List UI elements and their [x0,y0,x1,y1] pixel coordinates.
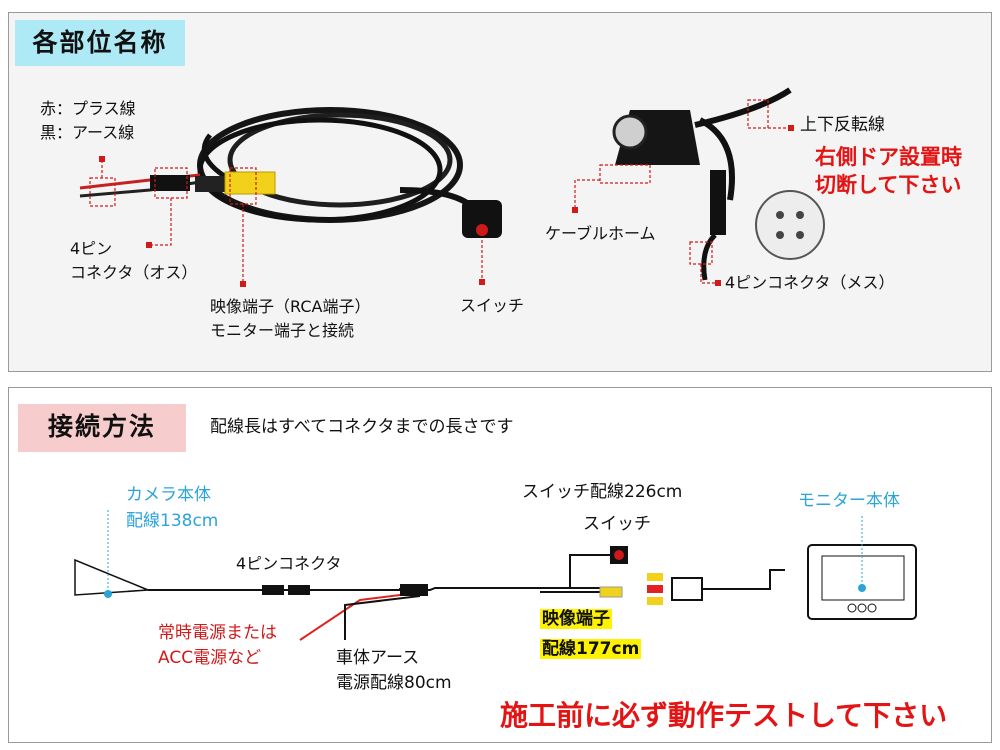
switch-wire-label: スイッチ配線226cm [522,482,683,502]
operation-test-warning: 施工前に必ず動作テストして下さい [500,699,948,732]
ground-label-2: 電源配線80cm [336,673,452,693]
camera-head-photo [612,87,825,281]
switch-diagram-label: スイッチ [583,514,651,534]
black-wire-label: 黒：アース線 [40,123,135,142]
connection-section-title: 接続方法 [18,404,186,452]
parts-panel [8,12,992,372]
flip-note-line-1: 右側ドア設置時 [815,145,962,169]
camera-body-label: カメラ本体 [126,485,211,505]
connector-label: 4ピンコネクタ [236,554,342,573]
male-connector-label-2: コネクタ（オス） [70,263,198,282]
video-terminal-label-2: モニター端子と接続 [210,321,355,340]
male-connector-label-1: 4ピン [70,239,113,258]
video-terminal-label-1: 映像端子（RCA端子） [210,297,371,316]
camera-shape [74,558,149,596]
monitor-body-label: モニター本体 [798,491,900,511]
camera-wire-length: 配線138cm [126,511,219,531]
power-label-1: 常時電源または [158,623,277,643]
cable-home-label: ケーブルホーム [545,224,656,243]
red-wire-label: 赤：プラス線 [40,99,136,118]
video-terminal-diagram-label: 映像端子 [540,609,612,629]
parts-section-title: 各部位名称 [15,20,185,66]
female-connector-label: 4ピンコネクタ（メス） [725,273,895,292]
flip-wire-label: 上下反転線 [800,115,885,135]
switch-label: スイッチ [460,296,525,315]
ground-label-1: 車体アース [336,648,420,668]
camera-cable-photo [79,107,502,238]
flip-note-line-2: 切断して下さい [815,173,962,197]
power-label-2: ACC電源など [158,648,262,668]
length-note: 配線長はすべてコネクタまでの長さです [210,417,514,437]
video-wire-length: 配線177cm [540,639,642,659]
